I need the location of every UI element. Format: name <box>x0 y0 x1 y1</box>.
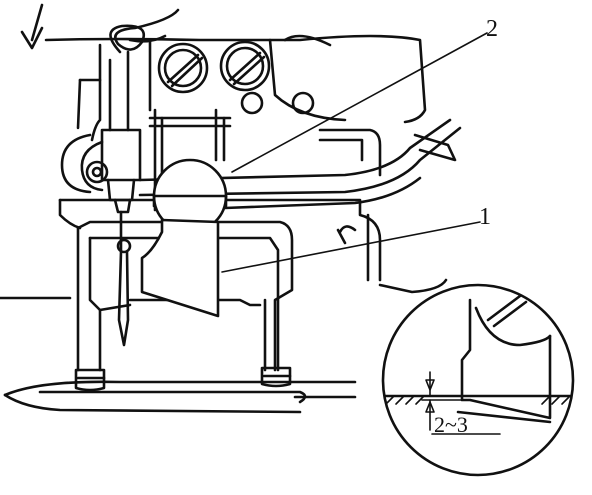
detail-circle <box>381 283 575 477</box>
foot-right <box>260 366 292 388</box>
detail-view: 2~3 <box>381 283 575 477</box>
part-1-guide-plate <box>140 218 220 318</box>
bed-plate <box>3 380 357 414</box>
leader-line-1 <box>221 221 481 273</box>
left-housing <box>60 133 109 194</box>
screw-right-icon <box>219 40 271 92</box>
foot-left <box>74 368 106 392</box>
body-casting <box>0 198 448 300</box>
horizontal-arm <box>138 118 462 210</box>
dimension-label: 2~3 <box>434 412 468 437</box>
hole-right-icon <box>291 91 315 115</box>
callout-1: 1 <box>479 204 491 230</box>
top-screws <box>157 40 271 94</box>
machine-head <box>20 3 427 142</box>
screw-left-icon <box>157 42 209 94</box>
needle-bar <box>100 50 142 214</box>
knob-icon <box>85 160 109 184</box>
hole-left-icon <box>240 91 264 115</box>
leader-line-2 <box>231 32 488 173</box>
thread-curl <box>109 8 180 54</box>
callout-2: 2 <box>486 16 498 42</box>
needle <box>116 210 132 347</box>
